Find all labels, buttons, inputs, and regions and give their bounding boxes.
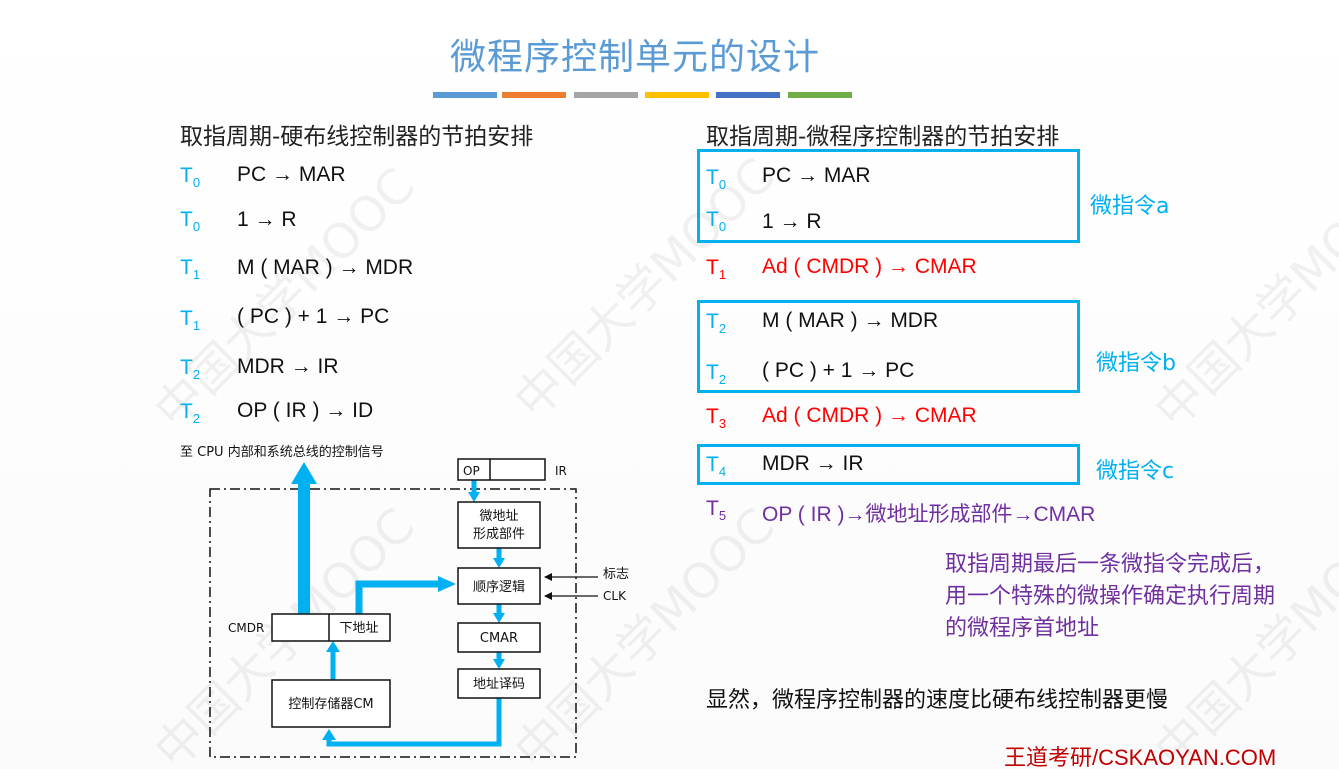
footer-brand: 王道考研/CSKAOYAN.COM xyxy=(1004,745,1277,769)
watermark: 中国大学MOOC xyxy=(143,497,426,769)
title-color-bar xyxy=(574,92,638,98)
left-micro-op: PC → MAR xyxy=(237,163,346,186)
ir-label: IR xyxy=(555,464,567,478)
right-micro-op: M ( MAR ) → MDR xyxy=(762,309,939,332)
title-color-bar xyxy=(502,92,566,98)
right-heading: 取指周期-微程序控制器的节拍安排 xyxy=(706,124,1060,150)
micro-instruction-a-label: 微指令a xyxy=(1090,194,1170,219)
next-address-arrowhead xyxy=(438,576,456,592)
left-micro-op: OP ( IR ) → ID xyxy=(237,399,374,422)
conclusion-text: 显然，微程序控制器的速度比硬布线控制器更慢 xyxy=(706,688,1169,713)
right-micro-op: 1 → R xyxy=(762,210,822,233)
clk-label: CLK xyxy=(603,589,627,603)
left-timing-label: T1 xyxy=(180,307,201,334)
left-micro-op: 1 → R xyxy=(237,208,297,231)
left-micro-op: M ( MAR ) → MDR xyxy=(237,256,414,279)
slide-title: 微程序控制单元的设计 xyxy=(449,37,820,78)
micro-instruction-b-label: 微指令b xyxy=(1096,351,1176,376)
left-timing-label: T2 xyxy=(180,356,201,383)
micro-instruction-a-box xyxy=(697,149,1080,243)
title-color-bar xyxy=(433,92,497,98)
right-timing-label: T4 xyxy=(706,453,727,480)
title-color-bar xyxy=(716,92,780,98)
right-timing-label: T5 xyxy=(706,497,727,524)
address-forming-unit xyxy=(457,501,541,549)
right-timing-label: T2 xyxy=(706,310,727,337)
right-timing-label: T0 xyxy=(706,166,727,193)
left-micro-op: MDR → IR xyxy=(237,355,339,378)
control-signal-arrowhead xyxy=(291,462,317,484)
decoder-text: 地址译码 xyxy=(473,677,525,692)
right-timing-label: T3 xyxy=(706,405,727,432)
right-micro-op: OP ( IR )→微地址形成部件→CMAR xyxy=(762,503,1096,526)
cmar-text: CMAR xyxy=(480,631,518,646)
right-micro-op: Ad ( CMDR ) → CMAR xyxy=(762,255,977,278)
title-color-bar xyxy=(645,92,709,98)
right-micro-op: ( PC ) + 1 → PC xyxy=(762,359,915,382)
addr-form-text: 微地址 xyxy=(479,509,518,524)
fetch-cycle-note: 取指周期最后一条微指令完成后，用一个特殊的微操作确定执行周期的微程序首地址 xyxy=(945,552,1276,641)
control-memory-text: 控制存储器CM xyxy=(288,697,373,712)
right-micro-op: Ad ( CMDR ) → CMAR xyxy=(762,404,977,427)
micro-instruction-b-box xyxy=(697,300,1080,393)
left-timing-label: T0 xyxy=(180,164,201,191)
right-timing-label: T1 xyxy=(706,256,727,283)
flag-label: 标志 xyxy=(603,567,629,582)
addr-form-text: 形成部件 xyxy=(473,527,525,542)
control-memory xyxy=(271,679,391,728)
title-color-bar xyxy=(788,92,852,98)
right-timing-label: T0 xyxy=(706,208,727,235)
watermark: 中国大学MOOC xyxy=(503,497,786,769)
next-address-text: 下地址 xyxy=(339,621,378,636)
left-heading: 取指周期-硬布线控制器的节拍安排 xyxy=(180,124,534,150)
ir-register xyxy=(457,458,546,481)
op-field-label: OP xyxy=(463,464,480,478)
sequence-logic xyxy=(457,567,541,605)
control-signal-label: 至 CPU 内部和系统总线的控制信号 xyxy=(180,445,384,460)
address-decoder xyxy=(457,668,541,699)
right-micro-op: PC → MAR xyxy=(762,164,871,187)
left-timing-label: T0 xyxy=(180,208,201,235)
decoder-to-cm-arrow xyxy=(326,698,502,747)
watermark: 中国大学MOOC xyxy=(143,157,426,440)
left-micro-op: ( PC ) + 1 → PC xyxy=(237,305,390,328)
left-timing-label: T1 xyxy=(180,256,201,283)
micro-instruction-c-box xyxy=(697,444,1080,485)
seq-logic-text: 顺序逻辑 xyxy=(473,580,525,595)
cmar-register xyxy=(457,622,541,653)
left-timing-label: T2 xyxy=(180,400,201,427)
right-timing-label: T2 xyxy=(706,361,727,388)
micro-instruction-c-label: 微指令c xyxy=(1096,459,1175,484)
right-micro-op: MDR → IR xyxy=(762,452,864,475)
